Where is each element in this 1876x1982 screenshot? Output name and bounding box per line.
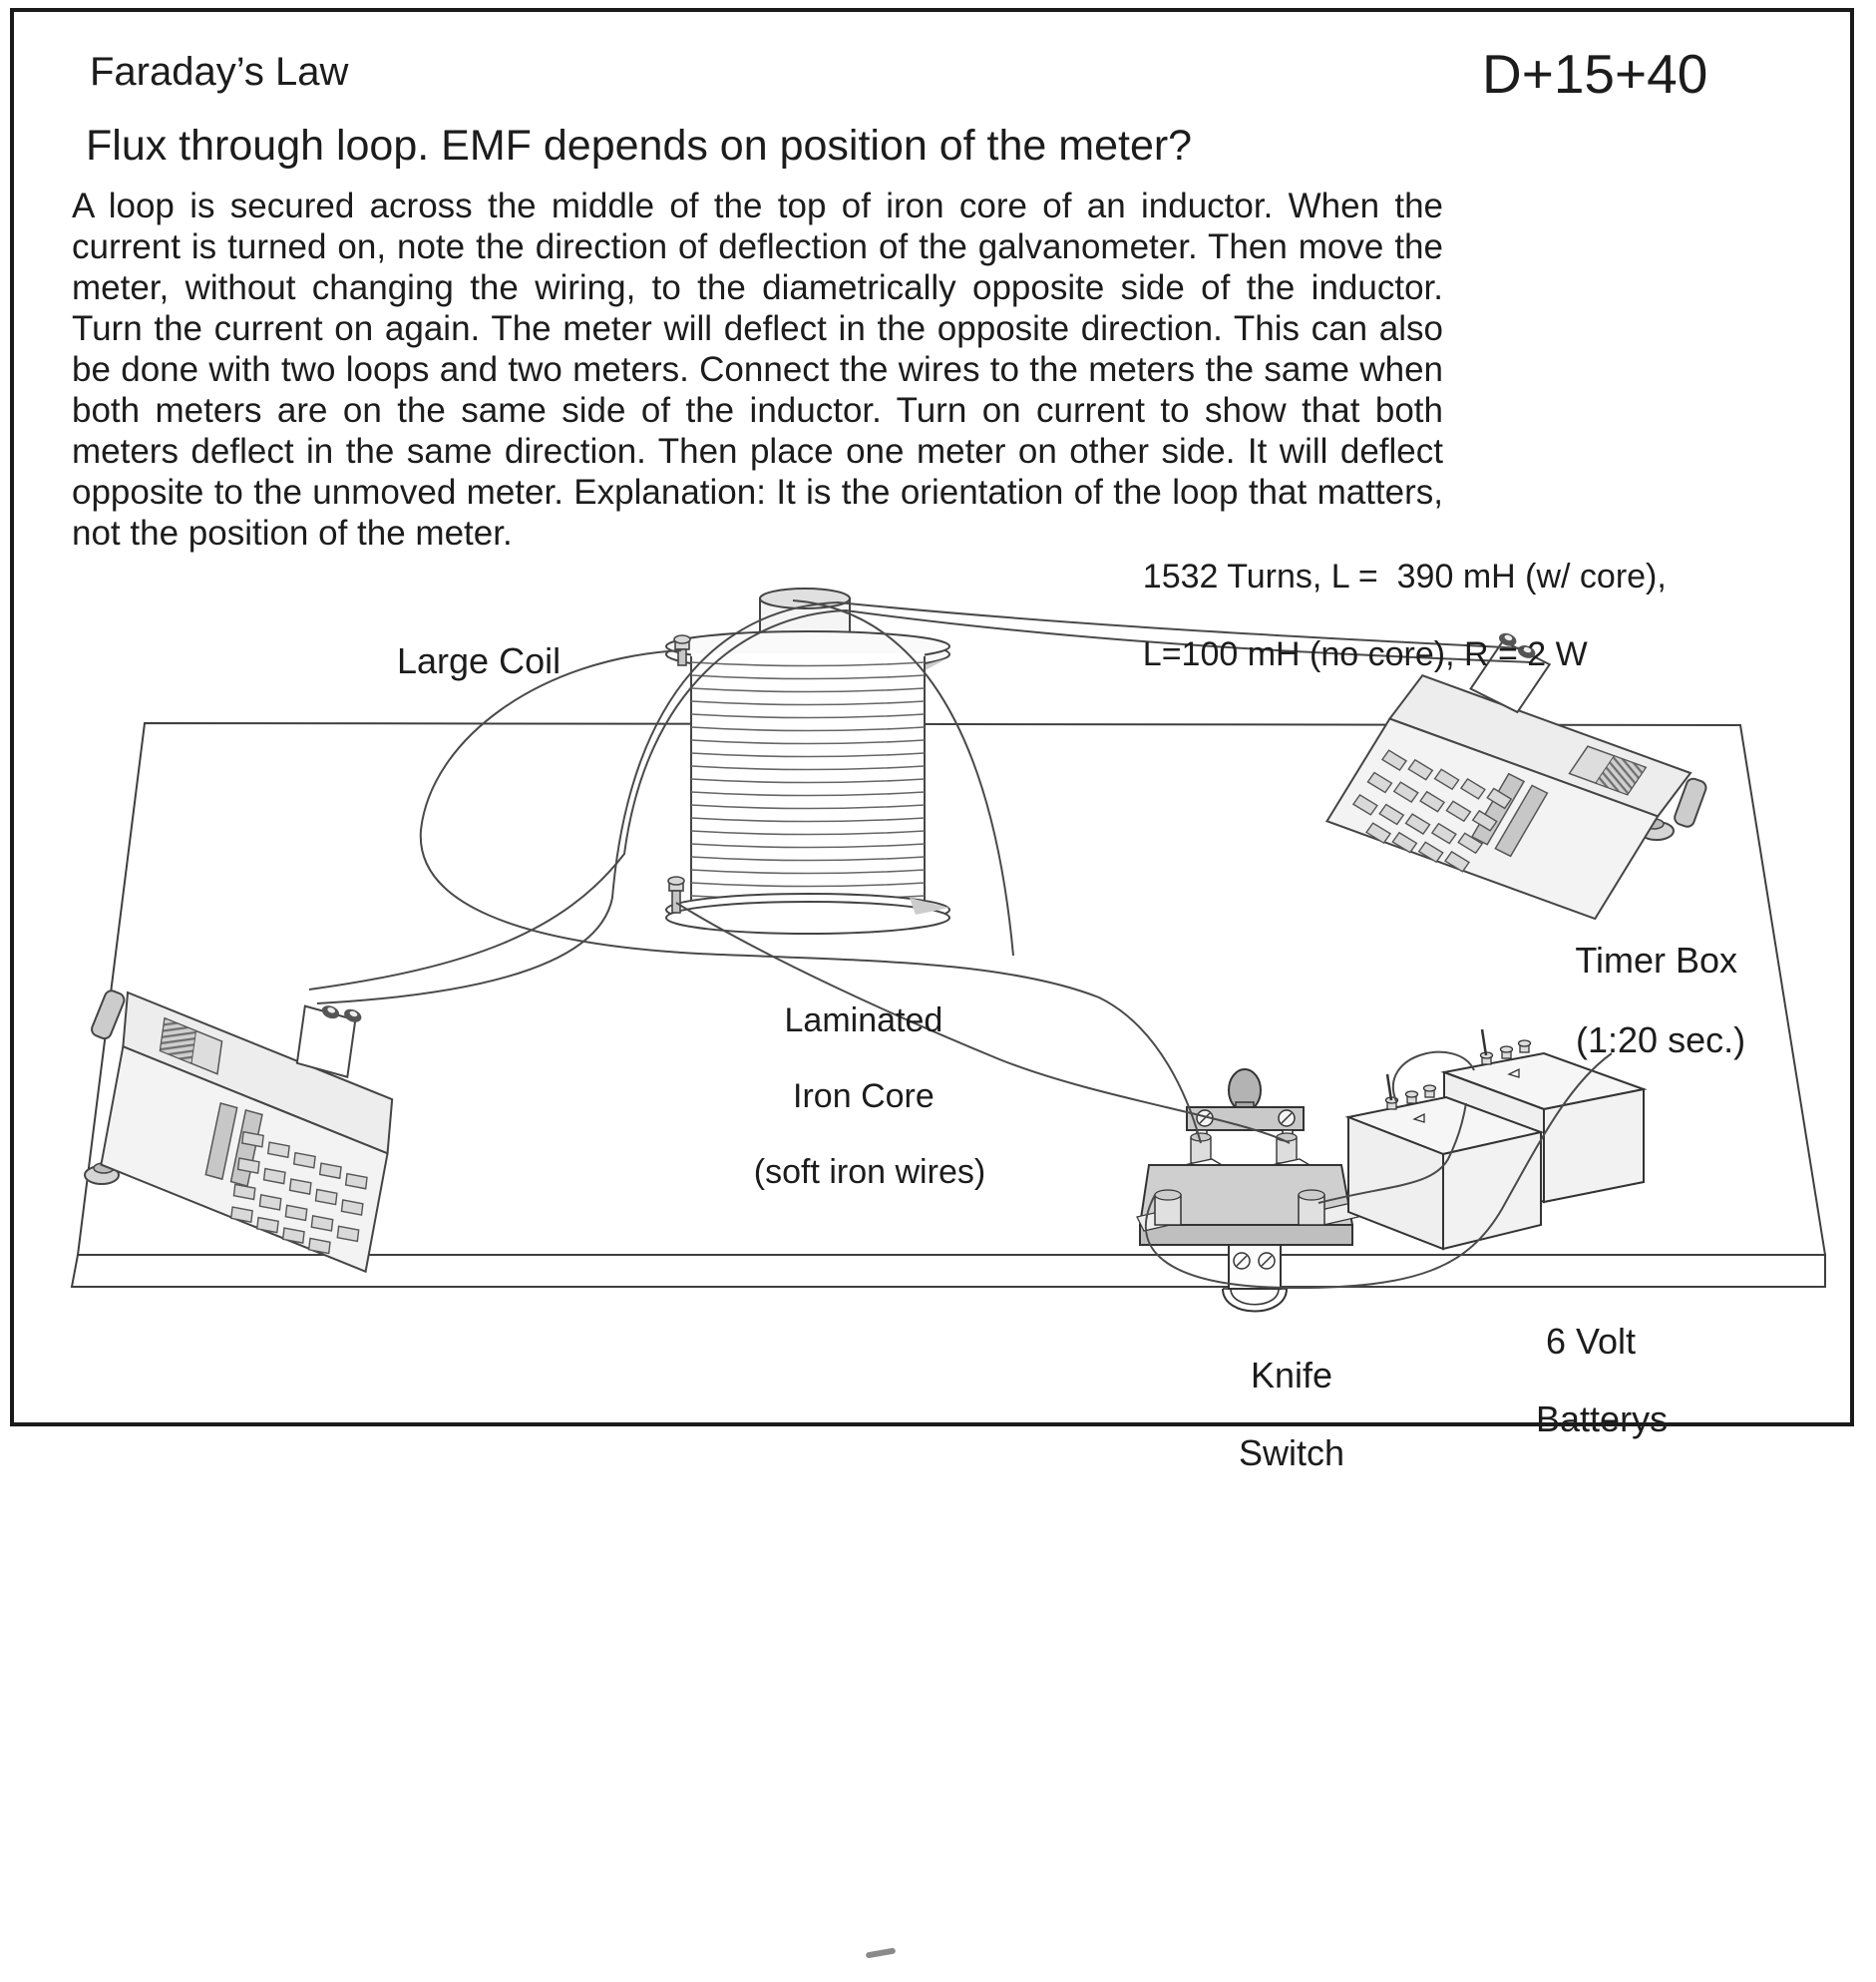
six-volt-battery (1344, 1073, 1545, 1251)
label-large-coil: Large Coil (397, 640, 562, 681)
demo-question: Flux through loop. EMF depends on positi… (86, 122, 1193, 170)
label-battery: 6 Volt Batterys (1536, 1321, 1669, 1439)
demo-description: A loop is secured across the middle of t… (72, 187, 1443, 553)
stray-mark (866, 1947, 896, 1959)
timer-terminals (1479, 1039, 1532, 1065)
wire-switch-to-timer (1144, 1052, 1613, 1290)
knife-switch (1136, 1068, 1359, 1313)
wire-coil-to-switch-right (675, 902, 1291, 1144)
page-title: Faraday’s Law (90, 50, 349, 94)
label-knife-switch: Knife Switch (1238, 1355, 1345, 1473)
coil-windings (690, 661, 926, 901)
battery-terminals (1384, 1084, 1437, 1110)
wire-switch-to-battery (1317, 1102, 1467, 1204)
wire-loop-left-to-right-meter-1 (316, 600, 1525, 1004)
coil-specs-line2: L=100 mH (no core), R = 2 W (1142, 635, 1588, 673)
left-meter (45, 922, 455, 1273)
wire-battery-jumper (1392, 1050, 1475, 1102)
label-iron-core: Laminated Iron Core (soft iron wires) (753, 1001, 986, 1191)
wire-coil-to-switch-left (419, 649, 1202, 1144)
wire-loop-over-core (792, 599, 1014, 957)
coil-binding-posts (667, 634, 691, 914)
label-timer-box: Timer Box (1:20 sec.) (1575, 940, 1746, 1060)
wire-loop-left-to-right-meter-2 (308, 608, 1533, 991)
table-clamp (1222, 1288, 1288, 1313)
label-coil-specs: 1532 Turns, L = 390 mH (w/ core), L=100 … (1105, 519, 1667, 713)
catalog-number: D+15+40 (1482, 43, 1708, 105)
switch-crossbar (1186, 1106, 1305, 1131)
large-coil (665, 588, 950, 935)
circuit-wires (308, 599, 1613, 1290)
coil-specs-line1: 1532 Turns, L = 390 mH (w/ core), (1142, 558, 1667, 595)
right-meter (1326, 597, 1732, 941)
